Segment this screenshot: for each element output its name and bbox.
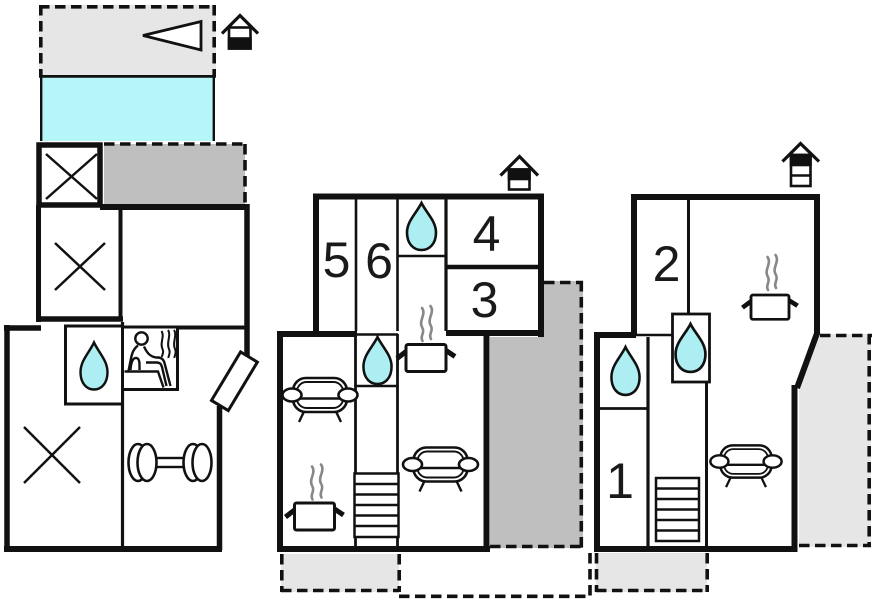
svg-text:6: 6 xyxy=(365,233,393,289)
svg-text:5: 5 xyxy=(323,232,351,288)
svg-text:4: 4 xyxy=(473,206,501,262)
svg-text:1: 1 xyxy=(606,453,634,509)
svg-text:2: 2 xyxy=(653,236,681,292)
svg-text:3: 3 xyxy=(471,272,499,328)
